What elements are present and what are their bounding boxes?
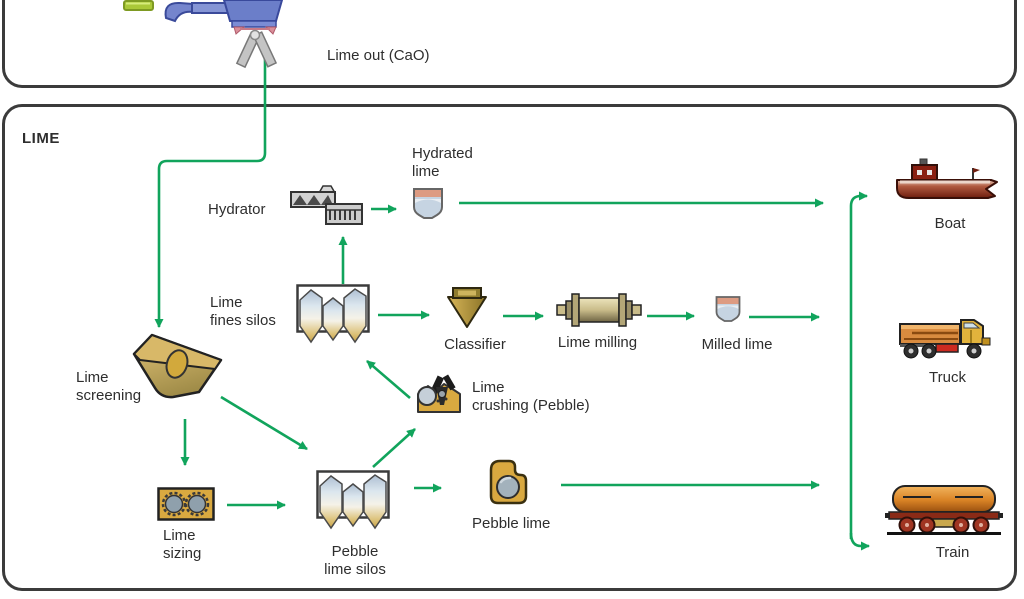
label-lime-fines-silos: Lime fines silos (210, 294, 276, 330)
lime-section-title: LIME (22, 130, 60, 147)
lime-out-label: Lime out (CaO) (327, 47, 430, 64)
boat-icon (896, 158, 998, 199)
edge-crushing-to-finessilos (366, 360, 411, 399)
milled-lime-bucket-icon (715, 296, 741, 322)
edge-trunk-to-train (849, 532, 870, 551)
label-pebble-lime-silos: Pebble lime silos (324, 543, 386, 579)
label-boat: Boat (934, 215, 966, 232)
ball-mill-icon (556, 293, 642, 327)
kiln-icon (164, 0, 284, 69)
label-truck: Truck (929, 369, 966, 386)
label-hydrator: Hydrator (208, 201, 266, 218)
pebble-lime-icon (489, 459, 528, 505)
label-lime-screening: Lime screening (76, 369, 142, 405)
hydrated-lime-bucket-icon (413, 188, 443, 219)
lime-section-box (2, 104, 1017, 591)
lime-fines-silos-icon (296, 284, 370, 344)
label-lime-crushing: Lime crushing (Pebble) (472, 379, 590, 415)
pebble-lime-silos-icon (316, 470, 390, 530)
edge-trunk-to-boat (849, 191, 868, 539)
label-lime-milling: Lime milling (557, 334, 638, 351)
lime-crushing-icon (417, 374, 461, 413)
lime-sizing-icon (157, 487, 215, 521)
label-classifier: Classifier (444, 336, 506, 353)
edge-screening-to-pebblesilos (220, 395, 308, 451)
kiln-section-box (2, 0, 1017, 88)
label-milled-lime: Milled lime (701, 336, 773, 353)
lime-screening-icon (132, 333, 223, 399)
truck-icon (899, 319, 991, 359)
edge-pebblesilos-to-crushing (372, 428, 416, 468)
train-icon (885, 485, 1003, 535)
hydrator-icon (290, 185, 363, 225)
label-train: Train (935, 544, 970, 561)
label-hydrated-lime: Hydrated lime (412, 145, 473, 181)
green-bin-icon (123, 0, 154, 11)
edge-kiln-to-screening (154, 54, 267, 328)
classifier-icon (447, 287, 487, 328)
label-lime-sizing: Lime sizing (163, 527, 202, 563)
label-pebble-lime: Pebble lime (472, 515, 551, 532)
